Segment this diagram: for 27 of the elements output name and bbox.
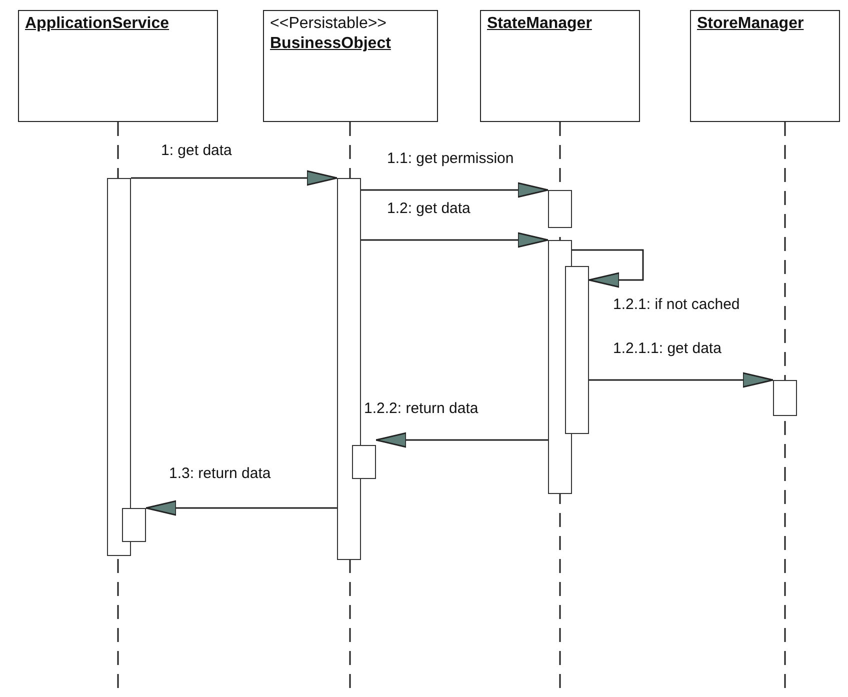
activation-bar xyxy=(548,190,572,228)
participant-box xyxy=(690,10,840,122)
message-arrow xyxy=(131,170,338,186)
activation-bar xyxy=(122,508,146,542)
object-name: StateManager xyxy=(487,14,593,34)
message-arrow xyxy=(361,232,549,248)
participant-box xyxy=(480,10,640,122)
message-arrow xyxy=(145,500,337,516)
object-name: BusinessObject xyxy=(270,34,392,54)
activation-bar xyxy=(352,445,376,479)
message-arrow xyxy=(375,432,548,448)
participant-box xyxy=(18,10,218,122)
message-label: 1.2.1.1: get data xyxy=(612,340,722,357)
stereotype-label: <<Persistable>> xyxy=(270,14,388,34)
message-arrow xyxy=(572,249,644,288)
message-label: 1: get data xyxy=(160,142,233,159)
object-name: ApplicationService xyxy=(25,14,170,34)
activation-bar xyxy=(773,380,797,416)
activation-bar xyxy=(337,178,361,560)
message-arrow xyxy=(361,182,549,198)
message-arrow xyxy=(589,372,774,388)
object-name: StoreManager xyxy=(697,14,805,34)
participant-box xyxy=(263,10,438,122)
message-label: 1.1: get permission xyxy=(386,150,515,167)
activation-bar xyxy=(107,178,131,556)
activation-bar xyxy=(565,266,589,434)
message-label: 1.2: get data xyxy=(386,200,472,217)
